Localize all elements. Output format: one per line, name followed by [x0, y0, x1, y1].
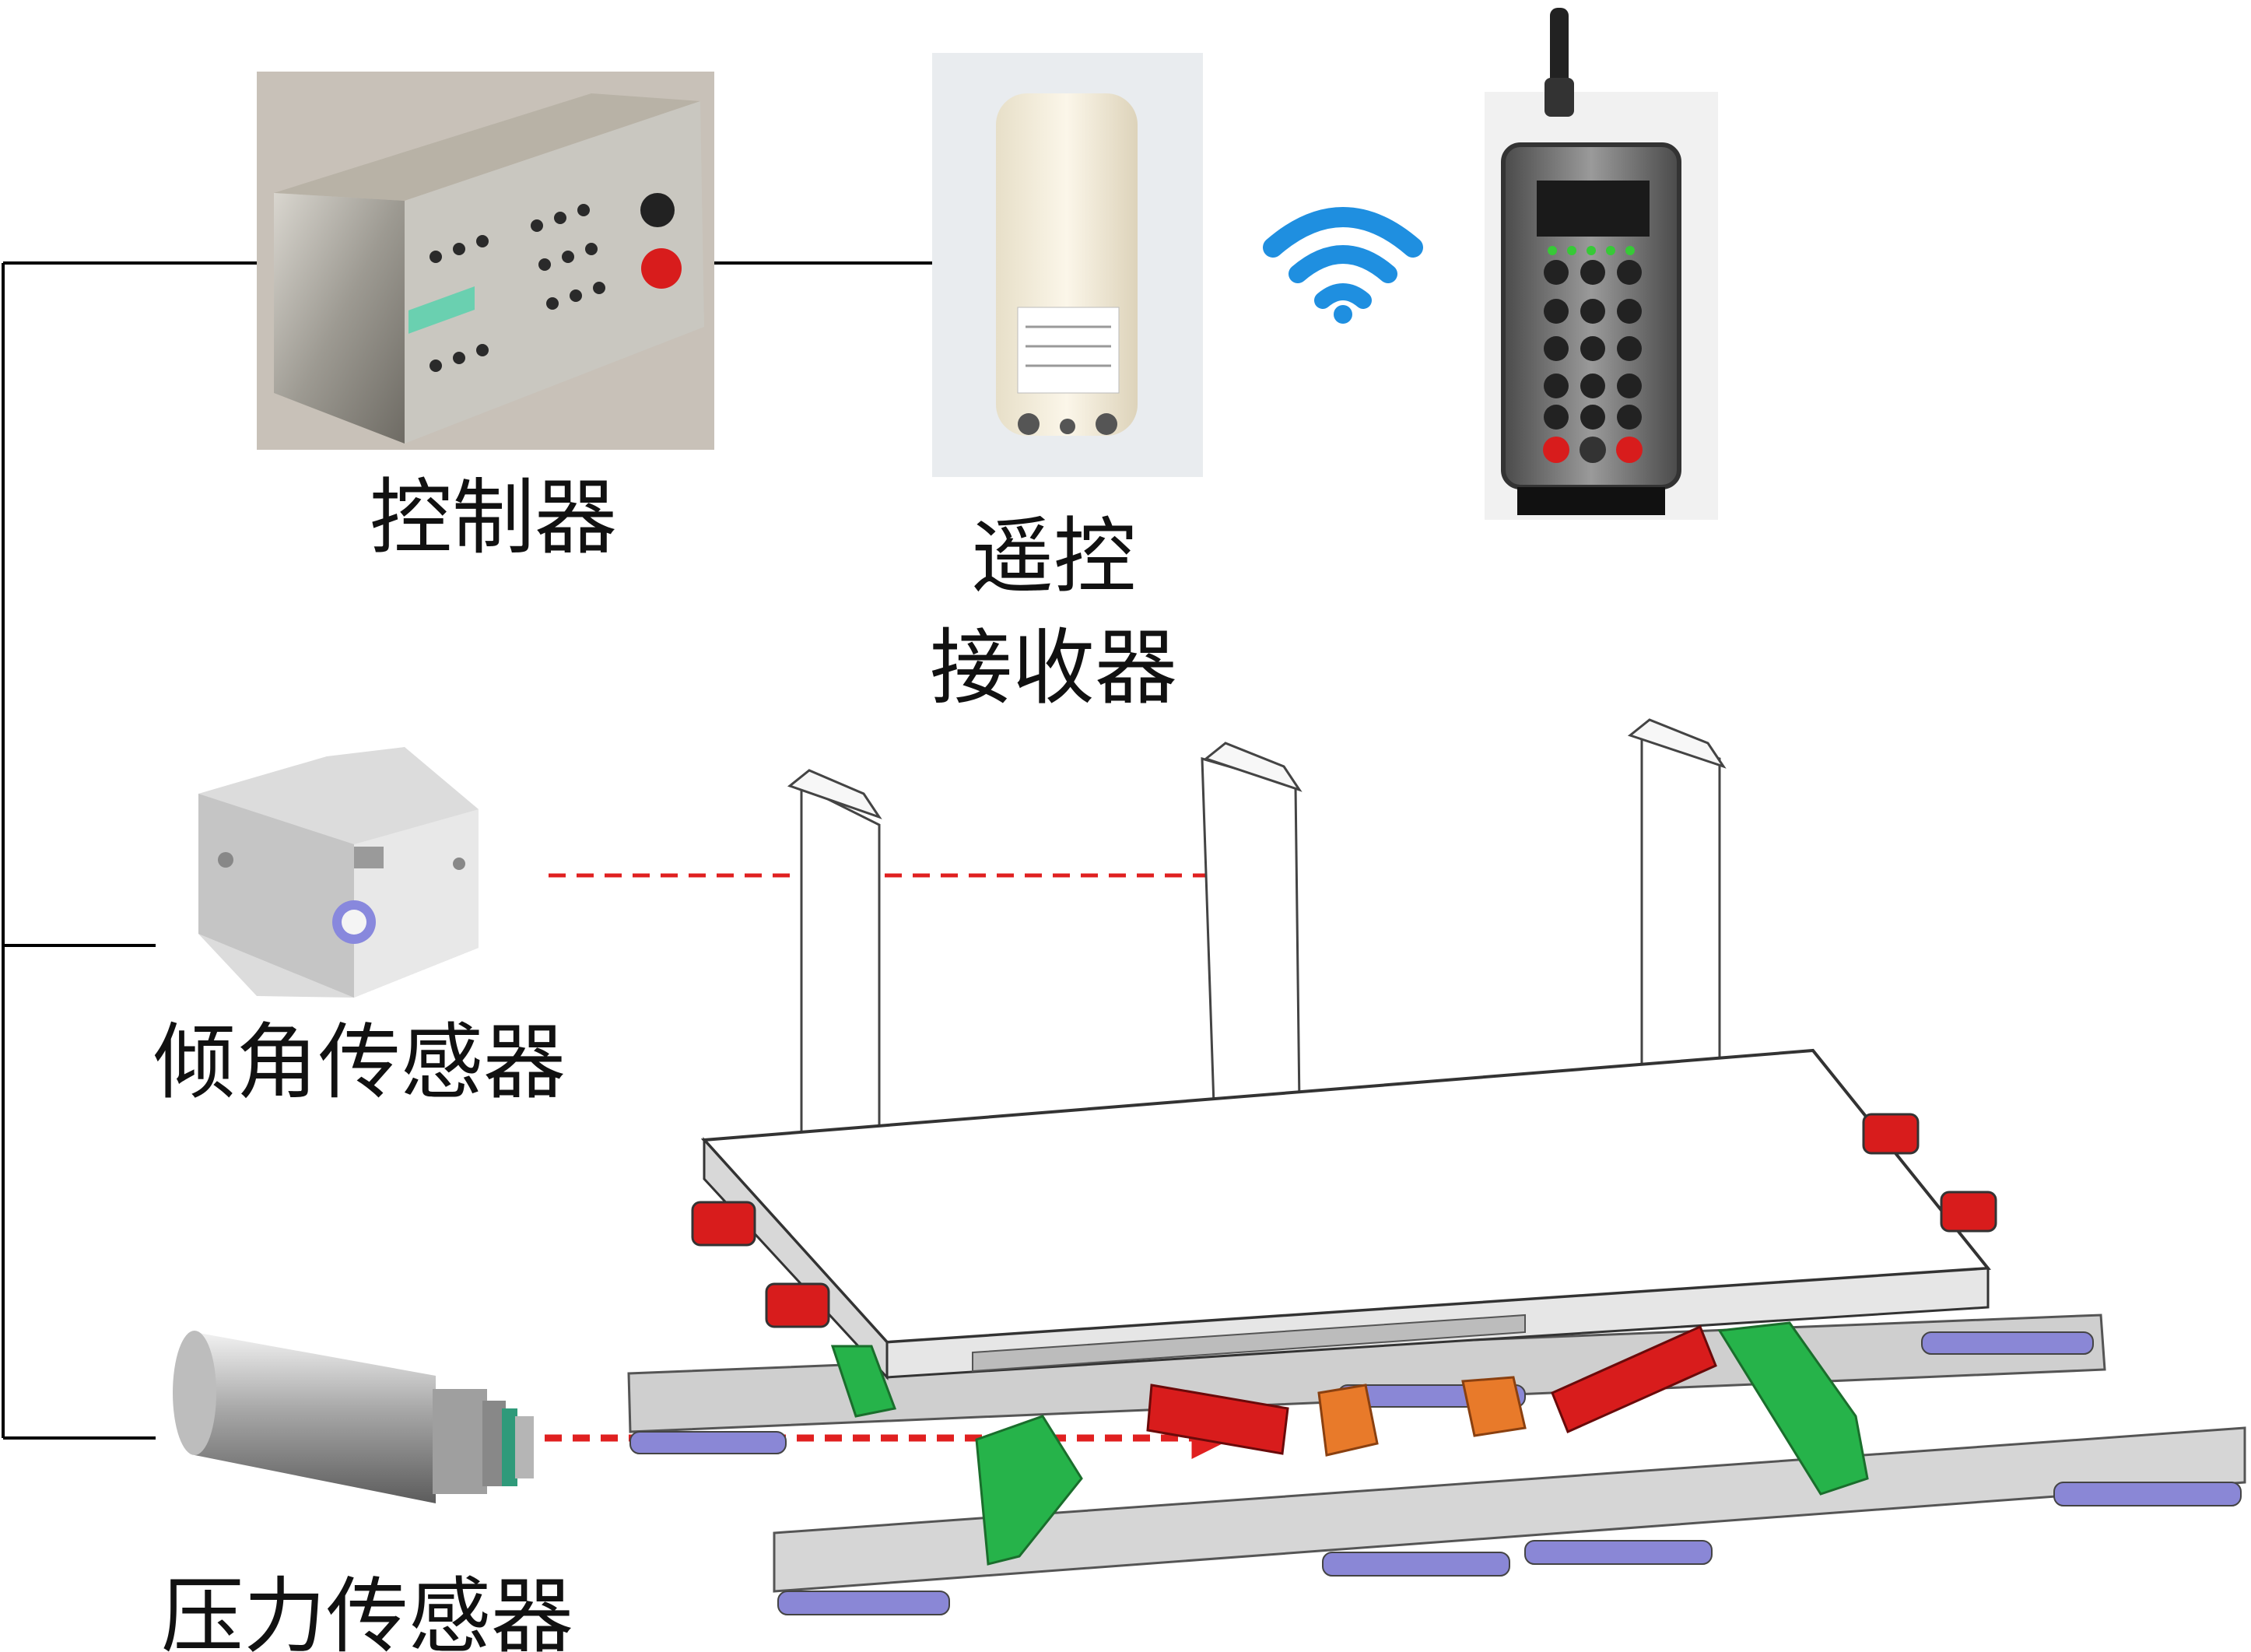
component-labels: 控制器 遥控 接收器 倾角传感器 压力传感器	[153, 470, 1177, 1652]
label-receiver-line1: 遥控	[971, 509, 1136, 605]
label-pressure-sensor: 压力传感器	[161, 1569, 573, 1652]
label-controller: 控制器	[370, 470, 617, 566]
remote-receiver-device	[932, 53, 1203, 477]
controller-device	[257, 72, 714, 450]
label-tilt-sensor: 倾角传感器	[153, 1015, 566, 1110]
wifi-icon	[1263, 207, 1423, 324]
label-receiver-line2: 接收器	[930, 620, 1177, 716]
pressure-sensor-device	[173, 1331, 534, 1503]
tilt-sensor-device	[198, 747, 479, 998]
handheld-remote-controller	[1485, 8, 1718, 520]
hydraulic-support-machine	[627, 718, 2246, 1615]
wiring	[2, 261, 932, 1440]
